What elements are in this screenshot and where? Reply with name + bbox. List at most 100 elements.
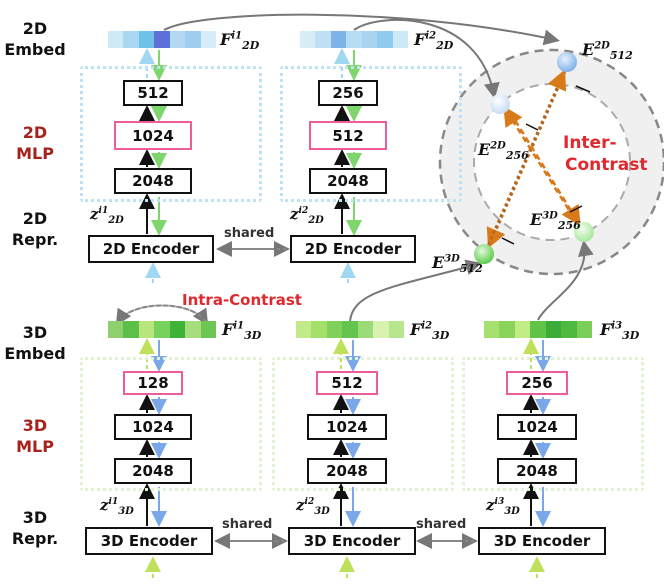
feature-strip-3d-3-cell: [576, 321, 592, 338]
shared-label-3d-2: shared: [416, 517, 467, 532]
feature-strip-3d-3: [484, 321, 592, 338]
mlp-group-3d-2: [272, 357, 454, 491]
encoder-2d-2: 2D Encoder: [290, 235, 416, 263]
mlp-3d-1-layer-top: 128: [123, 371, 183, 395]
feature-strip-3d-2-cell: [326, 321, 343, 338]
feature-strip-3d-2-cell: [388, 321, 404, 338]
mlp-3d-1-layer-mid: 1024: [114, 414, 192, 440]
mlp-2d-1-layer-top: 512: [123, 80, 183, 106]
tick-e256-2d: [525, 123, 539, 131]
feature-strip-2d-2-cell: [346, 31, 362, 48]
feature-strip-3d-1-cell: [138, 321, 155, 338]
node-label-e512-3d: E3D512: [432, 253, 483, 276]
feature-strip-3d-3-cell: [545, 321, 562, 338]
feature-strip-3d-2-cell: [342, 321, 358, 338]
node-e512-3d: [474, 244, 494, 264]
feature-label-2d-2: Fi22D: [414, 30, 454, 53]
feature-strip-3d-3-cell: [514, 321, 531, 338]
z-label-2d-2: zi22D: [290, 205, 324, 226]
connector-2d-2-to-e256: [353, 18, 500, 99]
encoder-3d-1: 3D Encoder: [85, 527, 213, 555]
encoder-3d-3: 3D Encoder: [478, 527, 606, 555]
mlp-2d-2-layer-bottom: 2048: [309, 168, 387, 194]
feature-strip-2d-2-cell: [330, 31, 347, 48]
node-label-e512-2d: E2D512: [582, 40, 633, 63]
feature-strip-3d-2-cell: [311, 321, 327, 338]
feature-strip-3d-1-cell: [154, 321, 170, 338]
node-e512-2d: [557, 52, 577, 72]
feature-strip-2d-1-cell: [123, 31, 139, 48]
mlp-2d-1-layer-mid: 1024: [114, 121, 192, 150]
shared-label-2d: shared: [224, 226, 275, 241]
mlp-3d-3-layer-mid: 1024: [497, 414, 577, 440]
feature-strip-3d-1-cell: [200, 321, 216, 338]
mlp-3d-3-layer-top: 256: [506, 371, 568, 395]
mlp-group-2d-2: [280, 66, 462, 202]
mlp-3d-2-layer-bottom: 2048: [307, 458, 387, 484]
feature-label-3d-3: Fi33D: [600, 320, 640, 343]
z-label-3d-1: zi13D: [100, 496, 134, 517]
feature-strip-3d-1-cell: [123, 321, 139, 338]
feature-label-3d-2: Fi23D: [410, 320, 450, 343]
mlp-2d-1-layer-bottom: 2048: [114, 168, 192, 194]
feature-strip-2d-1-cell: [200, 31, 216, 48]
inter-contrast-label-2: Contrast: [565, 155, 648, 175]
tick-e256-3d: [569, 205, 583, 213]
feature-strip-3d-3-cell: [499, 321, 515, 338]
feature-strip-3d-2-cell: [357, 321, 374, 338]
feature-strip-2d-1: [108, 31, 216, 48]
z-label-3d-3: zi33D: [486, 496, 520, 517]
feature-strip-2d-1-cell: [185, 31, 201, 48]
connector-2d-1-to-e512: [163, 13, 560, 46]
feature-strip-2d-2: [300, 31, 408, 48]
feature-strip-3d-2-cell: [296, 321, 312, 338]
feature-strip-2d-1-cell: [108, 31, 124, 48]
feature-label-2d-1: Fi12D: [220, 30, 260, 53]
encoder-3d-2: 3D Encoder: [288, 527, 416, 555]
tick-e512-3d: [501, 237, 515, 245]
node-e256-2d: [490, 94, 510, 114]
feature-strip-3d-2: [296, 321, 404, 338]
mlp-2d-2-layer-mid: 512: [309, 121, 387, 150]
mlp-3d-3-layer-bottom: 2048: [497, 458, 577, 484]
node-e256-3d: [574, 222, 594, 242]
mlp-3d-2-layer-top: 512: [316, 371, 378, 395]
feature-strip-3d-1: [108, 321, 216, 338]
mlp-group-3d-3: [462, 357, 644, 491]
feature-strip-2d-1-cell: [154, 31, 170, 48]
feature-strip-2d-1-cell: [169, 31, 186, 48]
feature-strip-3d-1-cell: [185, 321, 201, 338]
z-label-3d-2: zi23D: [296, 496, 330, 517]
intra-contrast-label: Intra-Contrast: [182, 291, 302, 309]
feature-strip-3d-3-cell: [530, 321, 546, 338]
feature-strip-2d-2-cell: [315, 31, 331, 48]
inter-arrow-e256-3d-to-e256-2d: [503, 105, 576, 219]
intra-contrast-arrow-left: [115, 304, 207, 326]
node-label-e256-3d: E3D256: [530, 210, 581, 233]
feature-strip-3d-1-cell: [169, 321, 186, 338]
feature-strip-3d-1-cell: [108, 321, 124, 338]
z-label-2d-1: zi12D: [90, 205, 124, 226]
node-label-e256-2d: E2D256: [478, 140, 529, 163]
mlp-3d-1-layer-bottom: 2048: [114, 458, 192, 484]
tick-e512-2d: [575, 85, 591, 93]
shared-label-3d-1: shared: [222, 517, 273, 532]
feature-strip-3d-3-cell: [484, 321, 500, 338]
inter-arrow-e256-2d-to-e256-3d: [508, 111, 581, 227]
mlp-2d-2-layer-top: 256: [318, 80, 378, 106]
feature-strip-2d-2-cell: [300, 31, 316, 48]
inter-contrast-label-1: Inter-: [563, 133, 617, 153]
feature-strip-3d-2-cell: [373, 321, 389, 338]
mlp-group-3d-1: [80, 357, 262, 491]
feature-strip-3d-3-cell: [561, 321, 577, 338]
encoder-2d-1: 2D Encoder: [88, 235, 214, 263]
connector-3d-3-to-e256: [537, 240, 594, 321]
